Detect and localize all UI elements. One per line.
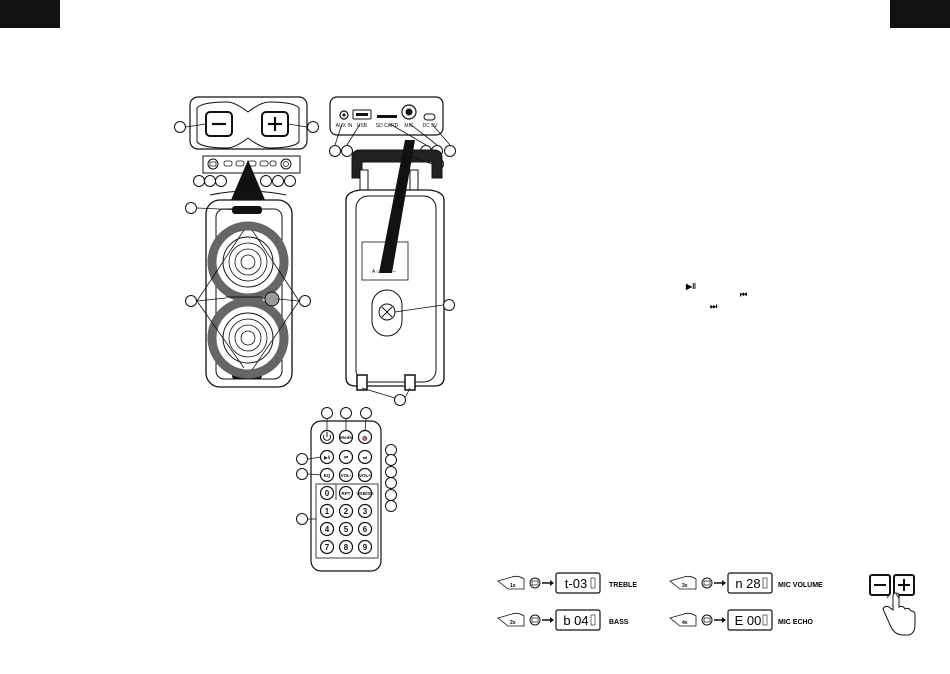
mic-volume-setting-row: 3x n 28 MIC VOLUME <box>670 573 823 593</box>
mic-echo-setting-row: 4x E 00 MIC ECHO <box>670 610 814 630</box>
remote-vol-up-button: VOL+ <box>359 469 372 482</box>
remote-key-8: 8 <box>340 541 353 554</box>
svg-text:6: 6 <box>363 525 368 534</box>
svg-text:VOL+: VOL+ <box>359 473 371 478</box>
volume-down-icon <box>206 112 232 136</box>
remote-mode-label: Mode <box>340 435 352 440</box>
svg-text:RPT: RPT <box>342 491 351 496</box>
hand-press-icon: 1x <box>498 576 524 589</box>
remote-rpt-button: RPT <box>340 487 353 500</box>
transport-icon-group: ▶ǁ ⏮ ⏭ <box>685 282 747 311</box>
hand-press-icon: 3x <box>670 576 696 589</box>
pointing-hand-icon <box>883 593 915 635</box>
remote-key-3: 3 <box>359 505 372 518</box>
treble-label: TREBLE <box>609 582 637 589</box>
svg-text:5: 5 <box>344 525 349 534</box>
play-pause-icon: ▶ǁ <box>685 282 696 291</box>
remote-vol-down-button: VOL- <box>340 469 353 482</box>
mic-volume-display-value: n 28 <box>735 576 760 591</box>
svg-text:VOL-: VOL- <box>341 473 352 478</box>
mic-echo-label: MIC ECHO <box>778 619 814 626</box>
svg-text:2x: 2x <box>510 620 516 626</box>
svg-text:2: 2 <box>344 507 349 516</box>
svg-text:9: 9 <box>363 543 368 552</box>
speaker-front-view <box>186 191 311 387</box>
svg-text:3x: 3x <box>682 583 688 589</box>
bass-display-value: b 04 <box>563 613 588 628</box>
bass-setting-row: 2x b 04 BASS <box>498 610 629 630</box>
remote-power-button <box>321 431 334 444</box>
svg-text:4x: 4x <box>682 620 688 626</box>
remote-mode-button: Mode <box>340 431 353 444</box>
hand-press-icon: 4x <box>670 613 696 626</box>
volume-up-icon <box>262 112 288 136</box>
remote-key-9: 9 <box>359 541 372 554</box>
svg-text:4: 4 <box>325 525 330 534</box>
volume-adjust-illustration <box>870 575 915 635</box>
remote-key-1: 1 <box>321 505 334 518</box>
remote-play-pause-button: ▶ǁ <box>321 451 334 464</box>
treble-display-value: t-03 <box>565 576 587 591</box>
svg-text:⏮: ⏮ <box>344 455 348 460</box>
svg-text:USB/SD: USB/SD <box>356 491 374 496</box>
remote-key-5: 5 <box>340 523 353 536</box>
remote-next-button: ⏭ <box>359 451 372 464</box>
svg-text:▶ǁ: ▶ǁ <box>323 455 330 460</box>
remote-key-0: 0 <box>321 487 334 500</box>
svg-text:8: 8 <box>344 543 349 552</box>
previous-track-icon: ⏮ <box>740 290 747 299</box>
remote-key-6: 6 <box>359 523 372 536</box>
treble-setting-row: 1x t-03 TREBLE <box>498 573 637 593</box>
mic-echo-display-value: E 00 <box>735 613 762 628</box>
svg-text:1: 1 <box>325 507 330 516</box>
svg-text:0: 0 <box>325 489 330 498</box>
remote-key-4: 4 <box>321 523 334 536</box>
remote-eq-button: EQ <box>321 469 334 482</box>
remote-key-2: 2 <box>340 505 353 518</box>
svg-text:1x: 1x <box>510 583 516 589</box>
aux-in-label: AUX IN <box>336 123 353 129</box>
svg-text:3: 3 <box>363 507 368 516</box>
mic-volume-label: MIC VOLUME <box>778 582 823 589</box>
svg-text:🔇: 🔇 <box>362 435 368 441</box>
remote-control: Mode 🔇 ▶ǁ ⏮ ⏭ EQ VOL- VOL+ <box>297 408 397 572</box>
plus-icon <box>894 575 914 595</box>
next-track-icon: ⏭ <box>710 302 718 311</box>
svg-text:7: 7 <box>325 543 330 552</box>
minus-icon <box>870 575 890 595</box>
remote-key-7: 7 <box>321 541 334 554</box>
remote-mute-button: 🔇 <box>359 431 372 444</box>
bass-label: BASS <box>609 619 629 626</box>
sd-card-label: SD CARD <box>376 123 399 129</box>
remote-previous-button: ⏮ <box>340 451 353 464</box>
svg-text:EQ: EQ <box>324 473 331 478</box>
hand-press-icon: 2x <box>498 613 524 626</box>
